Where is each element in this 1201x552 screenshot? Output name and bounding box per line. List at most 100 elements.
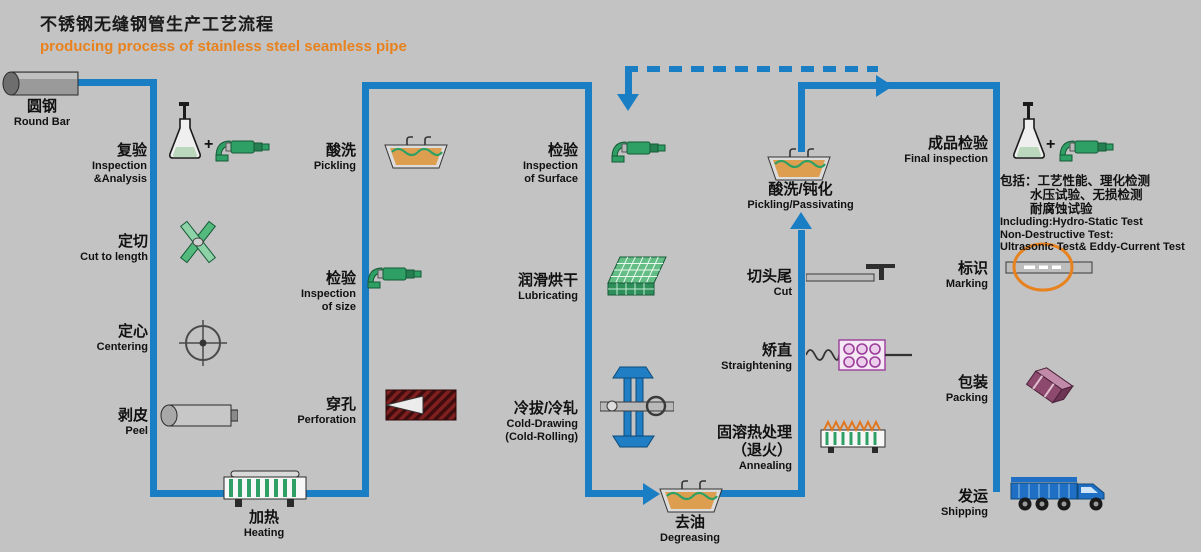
step-cut-head-tail: 切头尾 Cut (712, 268, 792, 299)
truck-icon (1010, 468, 1116, 523)
step-shipping: 发运 Shipping (905, 488, 988, 519)
packed-bundle-icon (1018, 362, 1078, 427)
step-label-en: Inspection (522, 160, 578, 172)
step-label-en: Lubricating (518, 290, 578, 302)
flow-line (720, 490, 805, 497)
step-label-zh: 矫直 (761, 342, 792, 359)
flow-line (585, 490, 643, 497)
step-degreasing: 去油 Degreasing (650, 514, 730, 545)
flow-arrow-right-icon (876, 75, 893, 97)
step-label-en: Cold-Drawing (506, 418, 579, 430)
flow-line (993, 82, 1000, 492)
page-title-zh: 不锈钢无缝钢管生产工艺流程 (40, 15, 274, 34)
step-label-zh: 复验 (116, 142, 147, 159)
step-label-zh: 酸洗/钝化 (768, 181, 833, 198)
step-label-en: Shipping (940, 506, 988, 518)
step-label-en: Annealing (738, 460, 792, 472)
step-label-zh: （退火） (731, 442, 792, 459)
step-label-en: Marking (945, 278, 988, 290)
step-label-en: Pickling/Passivating (747, 199, 854, 211)
step-label-en: Pickling (313, 160, 356, 172)
step-label-zh: 去油 (674, 514, 705, 531)
degreasing-bath-icon (658, 480, 724, 519)
step-label-zh: 包装 (957, 374, 988, 391)
flow-line (585, 82, 592, 497)
step-label-en: Round Bar (13, 116, 71, 128)
heating-furnace-icon (223, 470, 307, 513)
step-round-bar: 圆钢 Round Bar (6, 98, 78, 129)
pickling-bath-icon (383, 136, 449, 175)
micrometer-icon (1058, 137, 1114, 168)
step-label-zh: 加热 (248, 509, 279, 526)
step-label-zh: 切头尾 (746, 268, 792, 285)
flow-line (64, 79, 156, 86)
step-label-zh: 成品检验 (927, 135, 988, 152)
step-pickling-passivating: 酸洗/钝化 Pickling/Passivating (723, 181, 878, 212)
crossed-blades-icon (172, 220, 224, 269)
flow-arrow-down-icon (617, 94, 639, 111)
flow-line (362, 82, 369, 497)
step-perforation: 穿孔 Perforation (278, 396, 356, 427)
flow-line (362, 82, 592, 89)
roller-straightener-icon (805, 336, 912, 379)
step-label-en: Centering (96, 341, 148, 353)
micrometer-icon (214, 137, 270, 168)
notes-line: Non-Destructive Test: (1000, 228, 1114, 241)
final-inspection-notes: 包括：工艺性能、理化检测 水压试验、无损检测 耐腐蚀试验 Including:H… (1000, 174, 1198, 254)
annealing-furnace-icon (820, 418, 886, 459)
centering-crosshair-icon (178, 318, 228, 373)
step-label-zh: 剥皮 (117, 407, 148, 424)
flow-line (798, 230, 805, 497)
step-heating: 加热 Heating (221, 509, 307, 540)
step-label-zh: 圆钢 (26, 98, 57, 115)
micrometer-icon (366, 264, 422, 295)
step-label-en: Degreasing (660, 532, 720, 544)
step-straightening: 矫直 Straightening (705, 342, 792, 373)
step-centering: 定心 Centering (70, 323, 148, 354)
step-label-zh: 固溶热处理 (716, 424, 792, 441)
round-bar-icon (2, 70, 80, 102)
step-label-zh: 润滑烘干 (517, 272, 578, 289)
notes-line: 水压试验、无损检测 (1030, 188, 1143, 202)
peel-bar-icon (160, 402, 239, 434)
flow-line-dashed (625, 66, 878, 72)
step-label-en: &Analysis (93, 173, 147, 185)
flow-line (625, 66, 632, 96)
step-pickling: 酸洗 Pickling (280, 142, 356, 173)
step-label-en: Peel (125, 425, 148, 437)
step-label-zh: 冷拔/冷轧 (513, 400, 578, 417)
marking-pipe-icon (1002, 240, 1096, 299)
step-peel: 剥皮 Peel (70, 407, 148, 438)
step-cut-to-length: 定切 Cut to length (70, 233, 148, 264)
page-title-en: producing process of stainless steel sea… (40, 38, 407, 55)
step-inspection-analysis: 复验 Inspection &Analysis (75, 142, 147, 186)
drawing-mill-icon (599, 366, 675, 453)
plus-sign: + (204, 136, 214, 153)
flask-icon (1010, 102, 1048, 165)
notes-line: Including:Hydro-Static Test (1000, 216, 1143, 228)
step-label-en: Packing (945, 392, 988, 404)
passivating-bath-icon (766, 148, 832, 187)
step-label-en: Perforation (297, 414, 356, 426)
step-label-en: of Surface (524, 173, 578, 185)
step-inspection-surface: 检验 Inspection of Surface (498, 142, 578, 186)
step-label-en: of size (321, 301, 356, 313)
pipe-cutter-icon (805, 262, 896, 293)
mesh-basket-icon (604, 254, 668, 309)
step-lubricating: 润滑烘干 Lubricating (495, 272, 578, 303)
step-label-en: Straightening (721, 360, 792, 372)
step-label-zh: 检验 (547, 142, 578, 159)
flask-icon (166, 102, 204, 165)
plus-sign: + (1046, 136, 1056, 153)
micrometer-icon (610, 138, 666, 169)
step-label-en: Heating (243, 527, 285, 539)
notes-line: 包括：工艺性能、理化检测 (1000, 174, 1151, 188)
step-label-en: Final inspection (904, 153, 988, 165)
step-label-zh: 穿孔 (325, 396, 356, 413)
notes-line: 耐腐蚀试验 (1030, 202, 1093, 216)
step-cold-drawing: 冷拔/冷轧 Cold-Drawing (Cold-Rolling) (492, 400, 578, 444)
step-label-en: Inspection (300, 288, 356, 300)
step-final-inspection: 成品检验 Final inspection (898, 135, 988, 166)
piercing-die-icon (385, 388, 457, 427)
